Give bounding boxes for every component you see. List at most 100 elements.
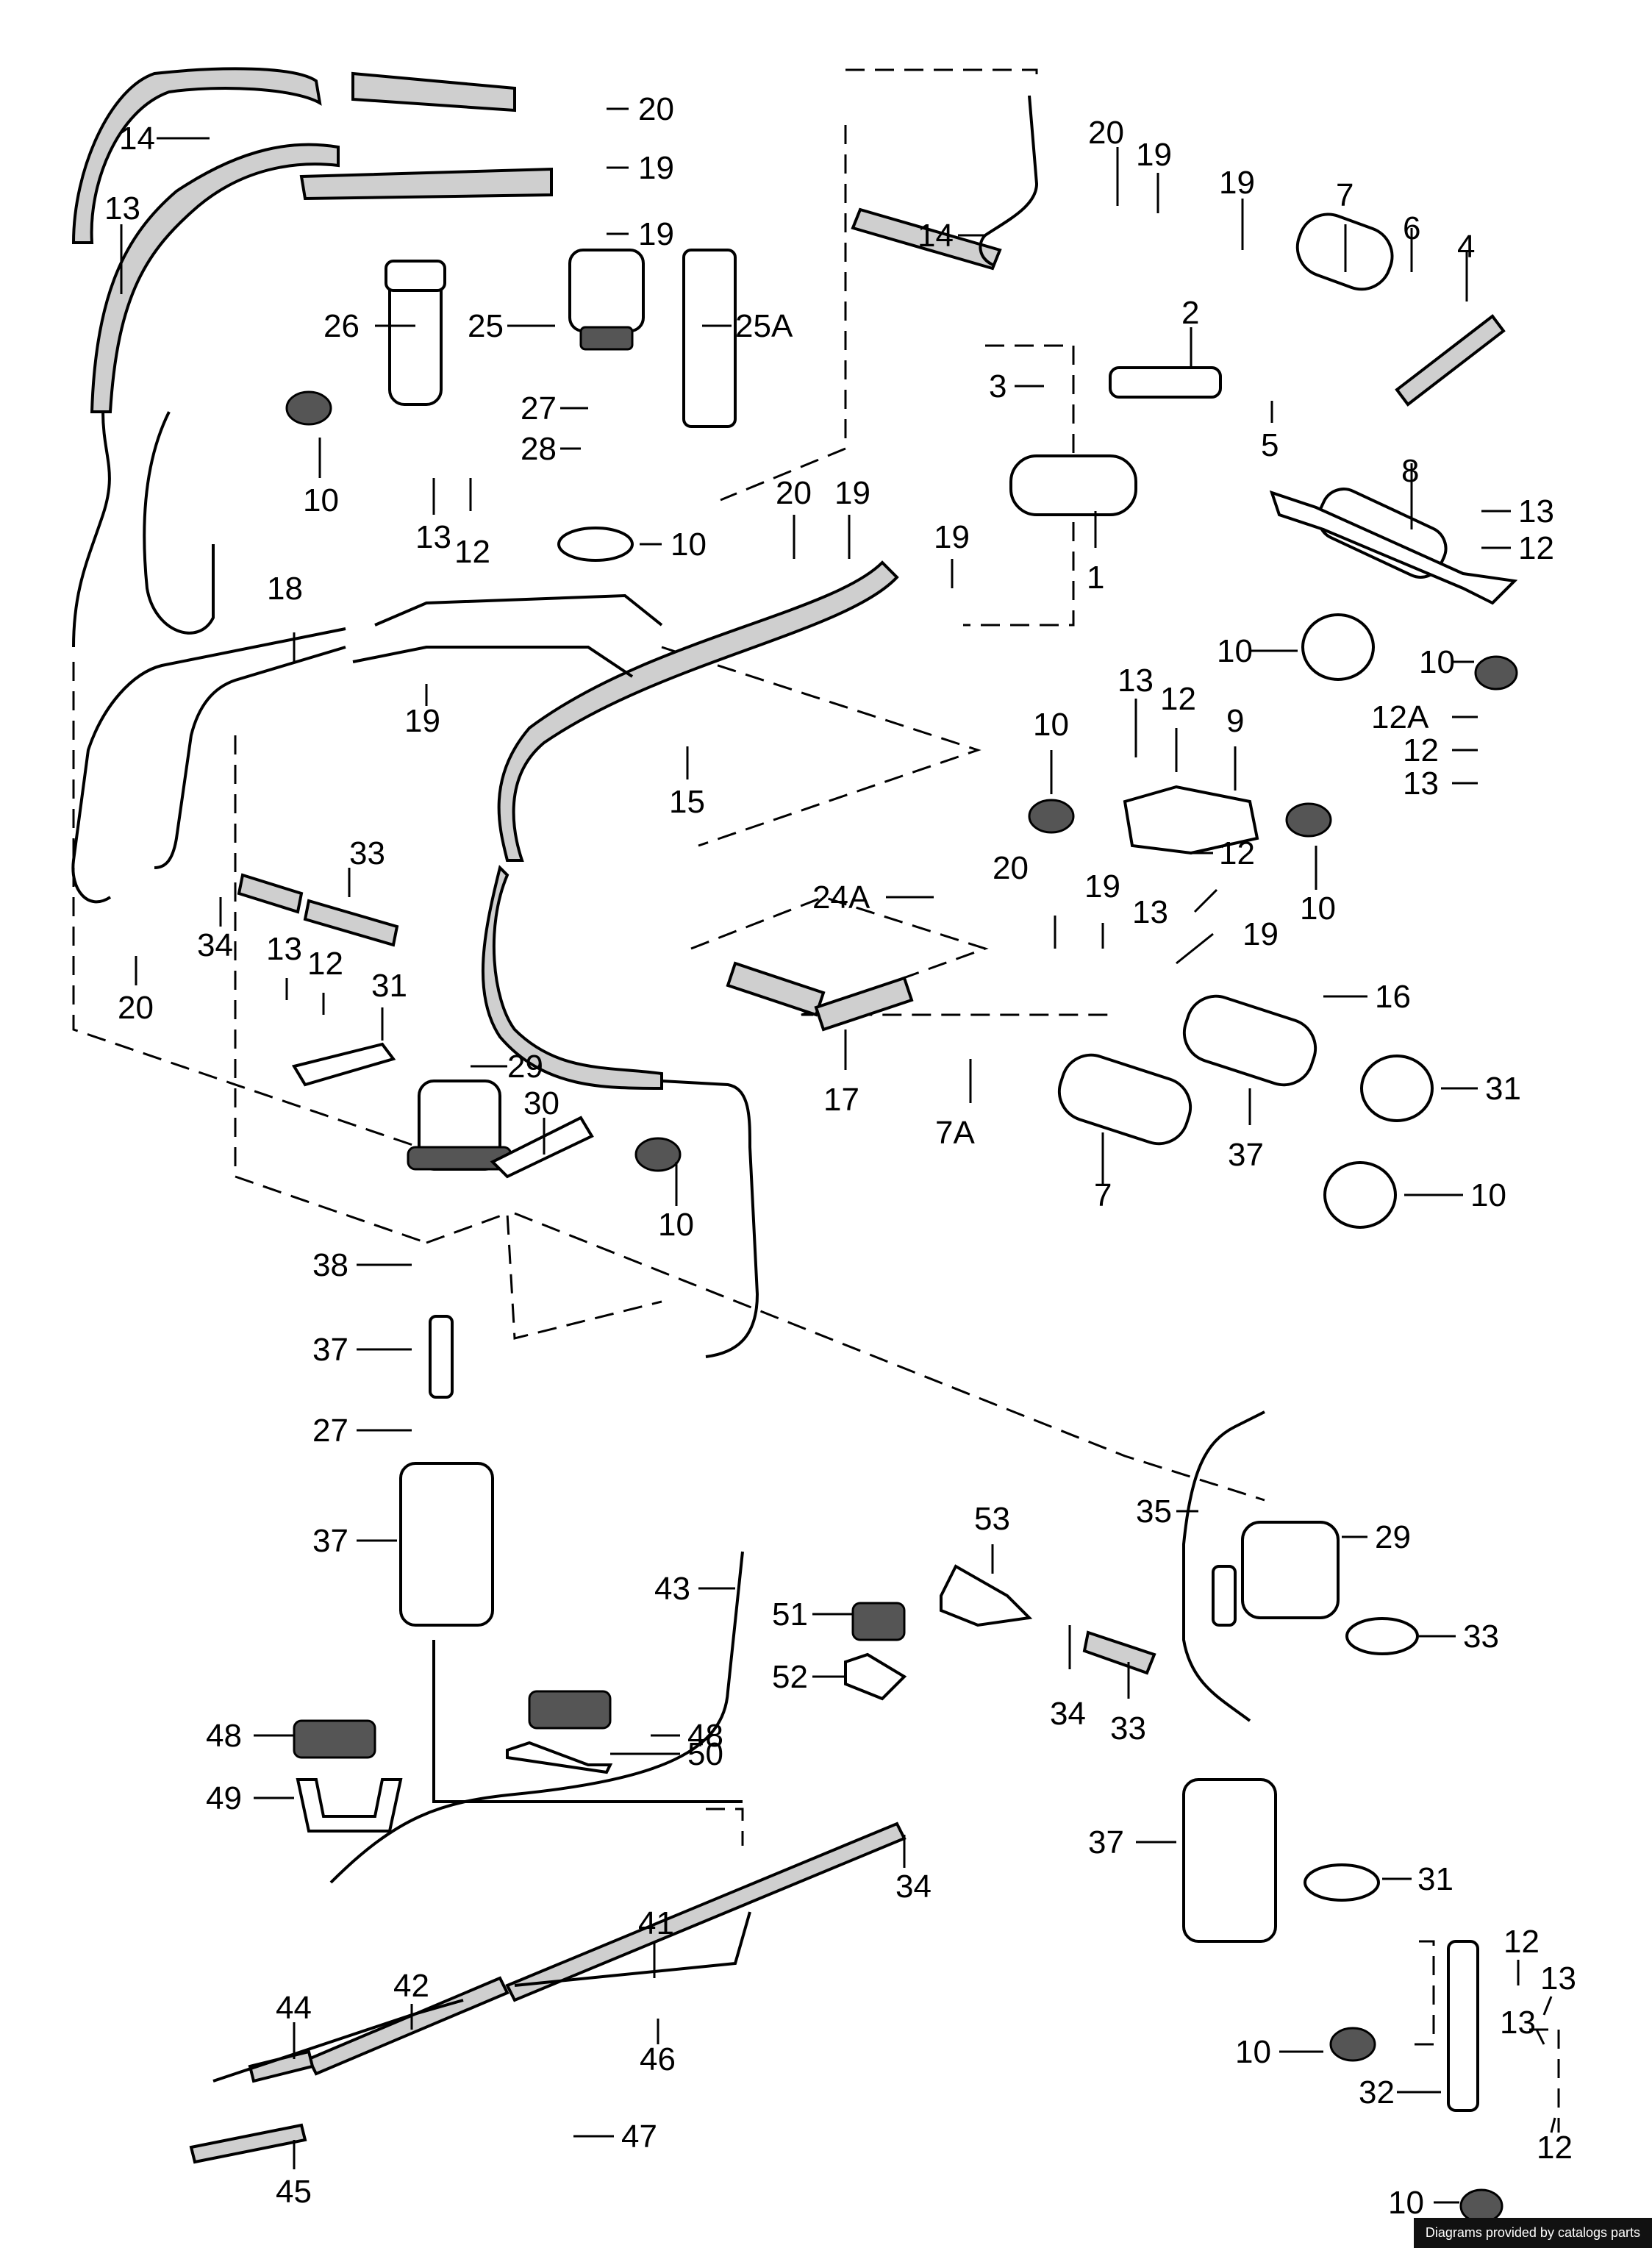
callout-6: 6 [1403,210,1420,246]
callout-10: 10 [1217,633,1253,669]
callout-49: 49 [206,1780,242,1816]
callout-27: 27 [521,390,557,427]
callout-23: 19 [1136,137,1172,173]
callout-13: 13 [1540,1960,1576,1997]
callout-53: 53 [974,1501,1010,1537]
callout-5: 5 [1261,427,1279,463]
callout-22: 20 [118,990,154,1026]
callout-10: 10 [671,527,707,563]
callout-24: 20 [1088,115,1124,151]
callout-23: 19 [638,150,674,186]
callout-24: 20 [776,475,812,511]
callout-35: 34 [197,927,233,963]
callout-12: 12 [307,946,343,982]
callout-7A: 7A [935,1115,975,1151]
callout-21: 19 [404,703,440,739]
callout-26: 26 [323,308,360,344]
callout-32: 32 [1359,2074,1395,2110]
leader-lines [120,107,1556,2204]
callout-39: 37 [1088,1824,1124,1860]
callout-48: 48 [206,1718,242,1754]
callout-23: 19 [1242,916,1279,952]
callout-11: 10 [1033,707,1069,743]
callout-29: 29 [1375,1519,1411,1555]
callout-11: 10 [658,1207,694,1243]
callout-1: 1 [1087,560,1104,596]
callout-12: 12 [454,534,490,570]
callout-41: 41 [638,1905,674,1941]
callout-34: 33 [1110,1710,1146,1746]
callout-36: 35 [1136,1494,1172,1530]
callout-8: 8 [1401,453,1419,489]
callout-47: 47 [621,2119,657,2155]
callout-12: 12 [1537,2130,1573,2166]
callout-50: 50 [687,1736,723,1772]
callout-35: 34 [895,1869,932,1905]
callout-51: 51 [772,1596,808,1633]
callout-37: 37 [312,1332,348,1368]
callout-19: 17 [823,1082,859,1118]
callout-11: 10 [1419,644,1455,680]
callout-11: 10 [1235,2034,1271,2070]
callout-12: 12 [1403,732,1439,768]
callout-38: 38 [312,1247,348,1283]
callout-20: 18 [267,571,303,607]
callout-30: 30 [523,1085,559,1121]
callout-48: 48 [687,1718,723,1754]
callout-16: 14 [119,121,155,157]
callout-12: 12 [1160,681,1196,717]
parts-illustration [71,67,1560,2224]
callout-14: 14 [918,218,954,254]
callout-40: 31 [1485,1071,1521,1107]
callout-15: 13 [104,190,140,226]
diagram-credit: Diagrams provided by catalogs parts [1413,2218,1652,2248]
callout-3: 3 [989,368,1006,404]
callout-10: 10 [1470,1177,1506,1213]
callout-9: 9 [1226,703,1244,739]
callout-39: 37 [312,1523,348,1559]
callout-13: 13 [1118,663,1154,699]
callout-7: 7 [1094,1177,1112,1213]
callout-11: 10 [1300,891,1336,927]
callout-4: 4 [1457,229,1475,265]
callout-18: 16 [1375,979,1411,1015]
callout-39: 37 [1228,1137,1264,1173]
callout-13: 13 [415,519,451,555]
callout-44: 44 [276,1990,312,2026]
callout-11: 10 [303,482,339,518]
callout-25: 25 [468,308,504,344]
callout-24: 20 [638,91,674,127]
callout-40: 31 [1417,1861,1453,1897]
callout-23: 19 [638,216,674,252]
callout-13: 13 [1518,493,1554,529]
callout-43: 43 [654,1571,690,1607]
callout-35: 34 [1050,1696,1086,1732]
callout-29: 29 [507,1049,543,1085]
callout-23: 19 [934,519,970,555]
callout-12: 12 [1503,1924,1540,1960]
callout-24A: 24A [812,879,870,916]
callout-23: 19 [834,475,870,511]
callout-28: 28 [521,431,557,467]
callout-13: 13 [1500,2005,1536,2041]
callout-25A: 25A [735,308,793,344]
callout-46: 46 [640,2041,676,2077]
callout-52: 52 [772,1659,808,1695]
callout-13: 13 [1403,766,1439,802]
callout-12A: 12A [1371,699,1429,735]
part-number-callouts: 14 13 20 19 19 26 25 25A 27 28 10 13 12 … [104,91,1576,2221]
callout-23: 19 [1084,868,1120,904]
callout-45: 45 [276,2174,312,2210]
callout-11: 10 [1388,2185,1424,2221]
callout-27: 27 [312,1413,348,1449]
callout-42: 42 [393,1968,429,2004]
callout-34: 33 [349,835,385,871]
callout-13: 13 [1132,894,1168,930]
callout-23: 19 [1219,165,1255,201]
callout-31: 31 [371,968,407,1004]
callout-12: 12 [1219,835,1255,871]
callout-33: 33 [1463,1619,1499,1655]
callout-17: 15 [669,784,705,820]
callout-2: 2 [1181,295,1199,331]
